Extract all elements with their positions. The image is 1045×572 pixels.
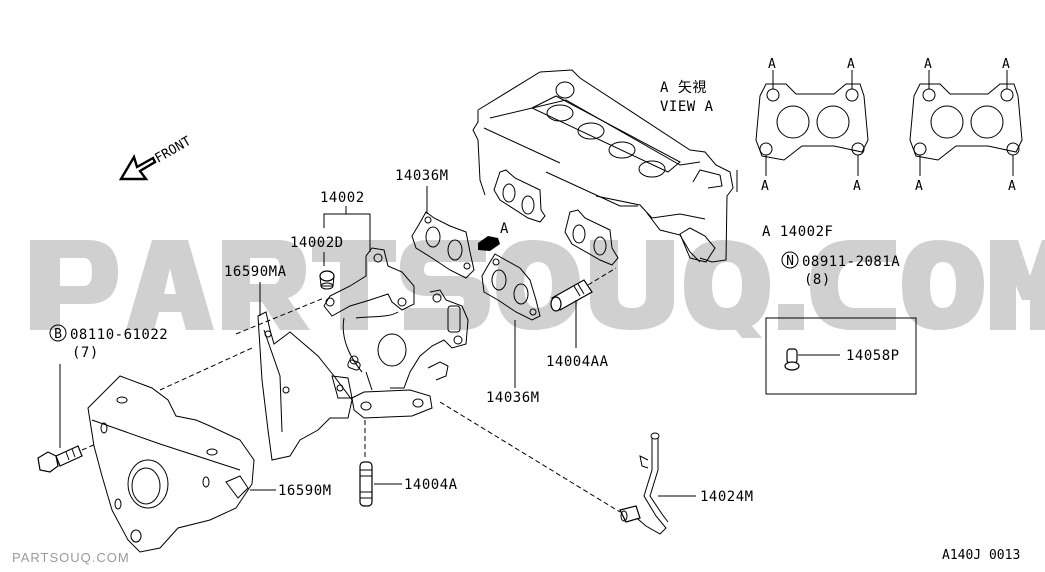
fastener-b-qty: (7) <box>72 345 99 361</box>
fastener-n[interactable]: N 08911-2081A (8) <box>781 251 900 288</box>
exhaust-gasket-lower <box>481 253 541 321</box>
callout-16590MA[interactable]: 16590MA <box>224 264 287 280</box>
tube-14024M <box>619 432 669 535</box>
point-label: A <box>1008 179 1016 194</box>
point-label: A <box>847 57 855 72</box>
point-label: A <box>768 57 776 72</box>
dashed-guide <box>159 347 253 391</box>
callout-14058P[interactable]: 14058P <box>846 348 900 364</box>
view-a-title-jp: A 矢視 <box>660 80 707 96</box>
watermark: PARTSOUQ.COM <box>12 550 130 565</box>
view-a-gasket-right: A A A A <box>909 57 1023 194</box>
view-a-gasket-left: A A A A <box>755 57 869 194</box>
stud-14004AA <box>550 267 617 312</box>
callout-14002F[interactable]: A 14002F <box>762 224 833 240</box>
fastener-n-part: 08911-2081A <box>802 254 900 270</box>
callout-14004AA[interactable]: 14004AA <box>546 354 609 370</box>
callout-14024M[interactable]: 14024M <box>700 489 754 505</box>
point-label: A <box>915 179 923 194</box>
callout-14036M-upper[interactable]: 14036M <box>395 168 449 184</box>
watermark-shapes <box>30 240 1045 338</box>
exhaust-manifold <box>323 247 469 419</box>
fastener-n-qty: (8) <box>804 272 831 288</box>
point-label: A <box>761 179 769 194</box>
front-label: FRONT <box>153 134 195 167</box>
exhaust-gasket-upper <box>411 211 475 279</box>
front-arrow-icon <box>118 154 157 181</box>
fastener-b-part: 08110-61022 <box>70 327 168 343</box>
point-label: A <box>1002 57 1010 72</box>
callout-14002D[interactable]: 14002D <box>290 235 344 251</box>
fastener-n-prefix: N <box>786 254 794 269</box>
dashed-guide <box>439 401 621 513</box>
callout-14002[interactable]: 14002 <box>320 190 365 206</box>
fastener-b[interactable]: B 08110-61022 (7) <box>49 324 168 361</box>
inset-box <box>765 317 917 395</box>
head-port-gasket-1 <box>493 169 546 223</box>
point-label: A <box>853 179 861 194</box>
heat-shield-lower <box>87 375 255 553</box>
diagram-code: A140J 0013 <box>942 548 1020 563</box>
leader-bracket <box>323 213 371 252</box>
bolt-08110-61022 <box>37 443 97 473</box>
cylinder-head <box>472 69 738 263</box>
stud-14004A <box>359 461 373 507</box>
view-a-arrow-icon <box>478 236 500 251</box>
b-badge-icon <box>49 324 67 342</box>
head-port-gasket-2 <box>564 209 619 266</box>
plug-14002D <box>319 270 335 290</box>
heat-shield-upper <box>257 311 353 461</box>
callout-14036M-lower[interactable]: 14036M <box>486 390 540 406</box>
callout-16590M[interactable]: 16590M <box>278 483 332 499</box>
view-a-arrow-label: A <box>500 221 509 237</box>
view-a-title-en: VIEW A <box>660 99 714 115</box>
point-label: A <box>924 57 932 72</box>
n-badge-icon <box>781 251 799 269</box>
fastener-b-prefix: B <box>54 327 62 342</box>
callout-14004A[interactable]: 14004A <box>404 477 458 493</box>
bolt-14058P <box>784 348 800 371</box>
